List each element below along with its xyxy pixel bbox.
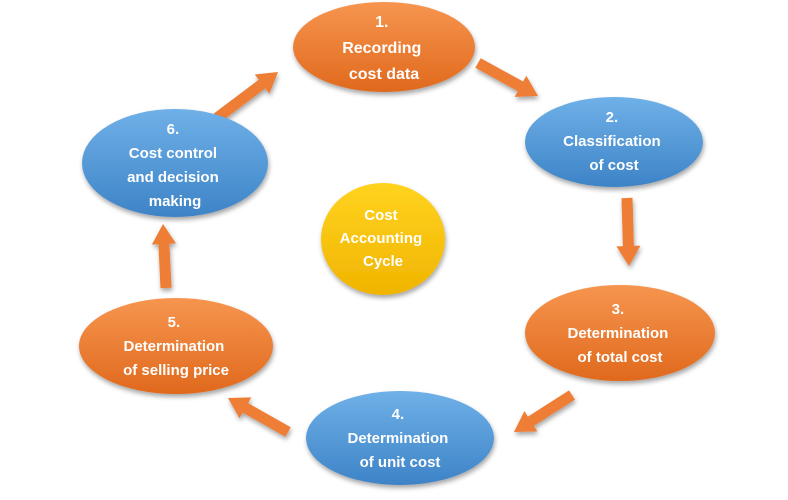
center-ellipse (321, 183, 445, 295)
step-5-label: 5. Determination of selling price (123, 314, 229, 379)
step-1-node: 1. Recording cost data (293, 2, 475, 92)
step-1-number: 1. (375, 14, 388, 31)
step-4-number: 4. (392, 406, 405, 423)
step-4-node: 4. Determination of unit cost (306, 391, 494, 485)
step-3-line-2: of total cost (578, 349, 663, 366)
step-6-line-3: making (149, 193, 202, 210)
step-3-label: 3. Determination of total cost (567, 301, 672, 366)
step-2-ellipse (525, 97, 703, 187)
step-5-number: 5. (168, 314, 181, 331)
step-4-line-1: Determination (347, 430, 448, 447)
arrow-2-to-3 (616, 197, 641, 266)
step-4-ellipse (306, 391, 494, 485)
step-4-line-2: of unit cost (360, 454, 441, 471)
center-label-line-1: Cost (364, 207, 397, 224)
step-2-line-2: of cost (589, 157, 638, 174)
step-1-label: 1. Recording cost data (342, 14, 426, 83)
step-2-line-1: Classification (563, 133, 661, 150)
arrow-5-to-6 (151, 224, 176, 289)
step-3-node: 3. Determination of total cost (525, 285, 715, 381)
center-label-line-3: Cycle (363, 253, 403, 270)
step-5-ellipse (79, 298, 273, 394)
arrow-3-to-4 (514, 390, 575, 432)
step-4-label: 4. Determination of unit cost (347, 406, 452, 471)
arrow-6-to-1 (213, 72, 278, 123)
step-5-line-1: Determination (123, 338, 224, 355)
center-label-line-2: Accounting (340, 230, 423, 247)
step-3-ellipse (525, 285, 715, 381)
step-5-node: 5. Determination of selling price (79, 298, 273, 394)
arrow-1-to-2 (475, 58, 538, 97)
arrow-4-to-5 (228, 397, 291, 437)
step-3-line-1: Determination (567, 325, 668, 342)
step-2-number: 2. (606, 109, 619, 126)
step-2-label: 2. Classification of cost (563, 109, 665, 174)
step-1-line-2: cost data (349, 66, 419, 83)
center-label: Cost Accounting Cycle (340, 207, 427, 270)
step-6-node: 6. Cost control and decision making (82, 109, 268, 217)
step-2-node: 2. Classification of cost (525, 97, 703, 187)
step-3-number: 3. (612, 301, 625, 318)
cycle-arrows (151, 58, 641, 437)
step-1-ellipse (293, 2, 475, 92)
step-6-line-2: and decision (127, 169, 219, 186)
step-6-ellipse (82, 109, 268, 217)
step-6-number: 6. (167, 121, 180, 138)
step-5-line-2: of selling price (123, 362, 229, 379)
step-6-label: 6. Cost control and decision making (127, 121, 223, 210)
center-node: Cost Accounting Cycle (321, 183, 445, 295)
step-1-line-1: Recording (342, 40, 421, 57)
step-6-line-1: Cost control (129, 145, 217, 162)
